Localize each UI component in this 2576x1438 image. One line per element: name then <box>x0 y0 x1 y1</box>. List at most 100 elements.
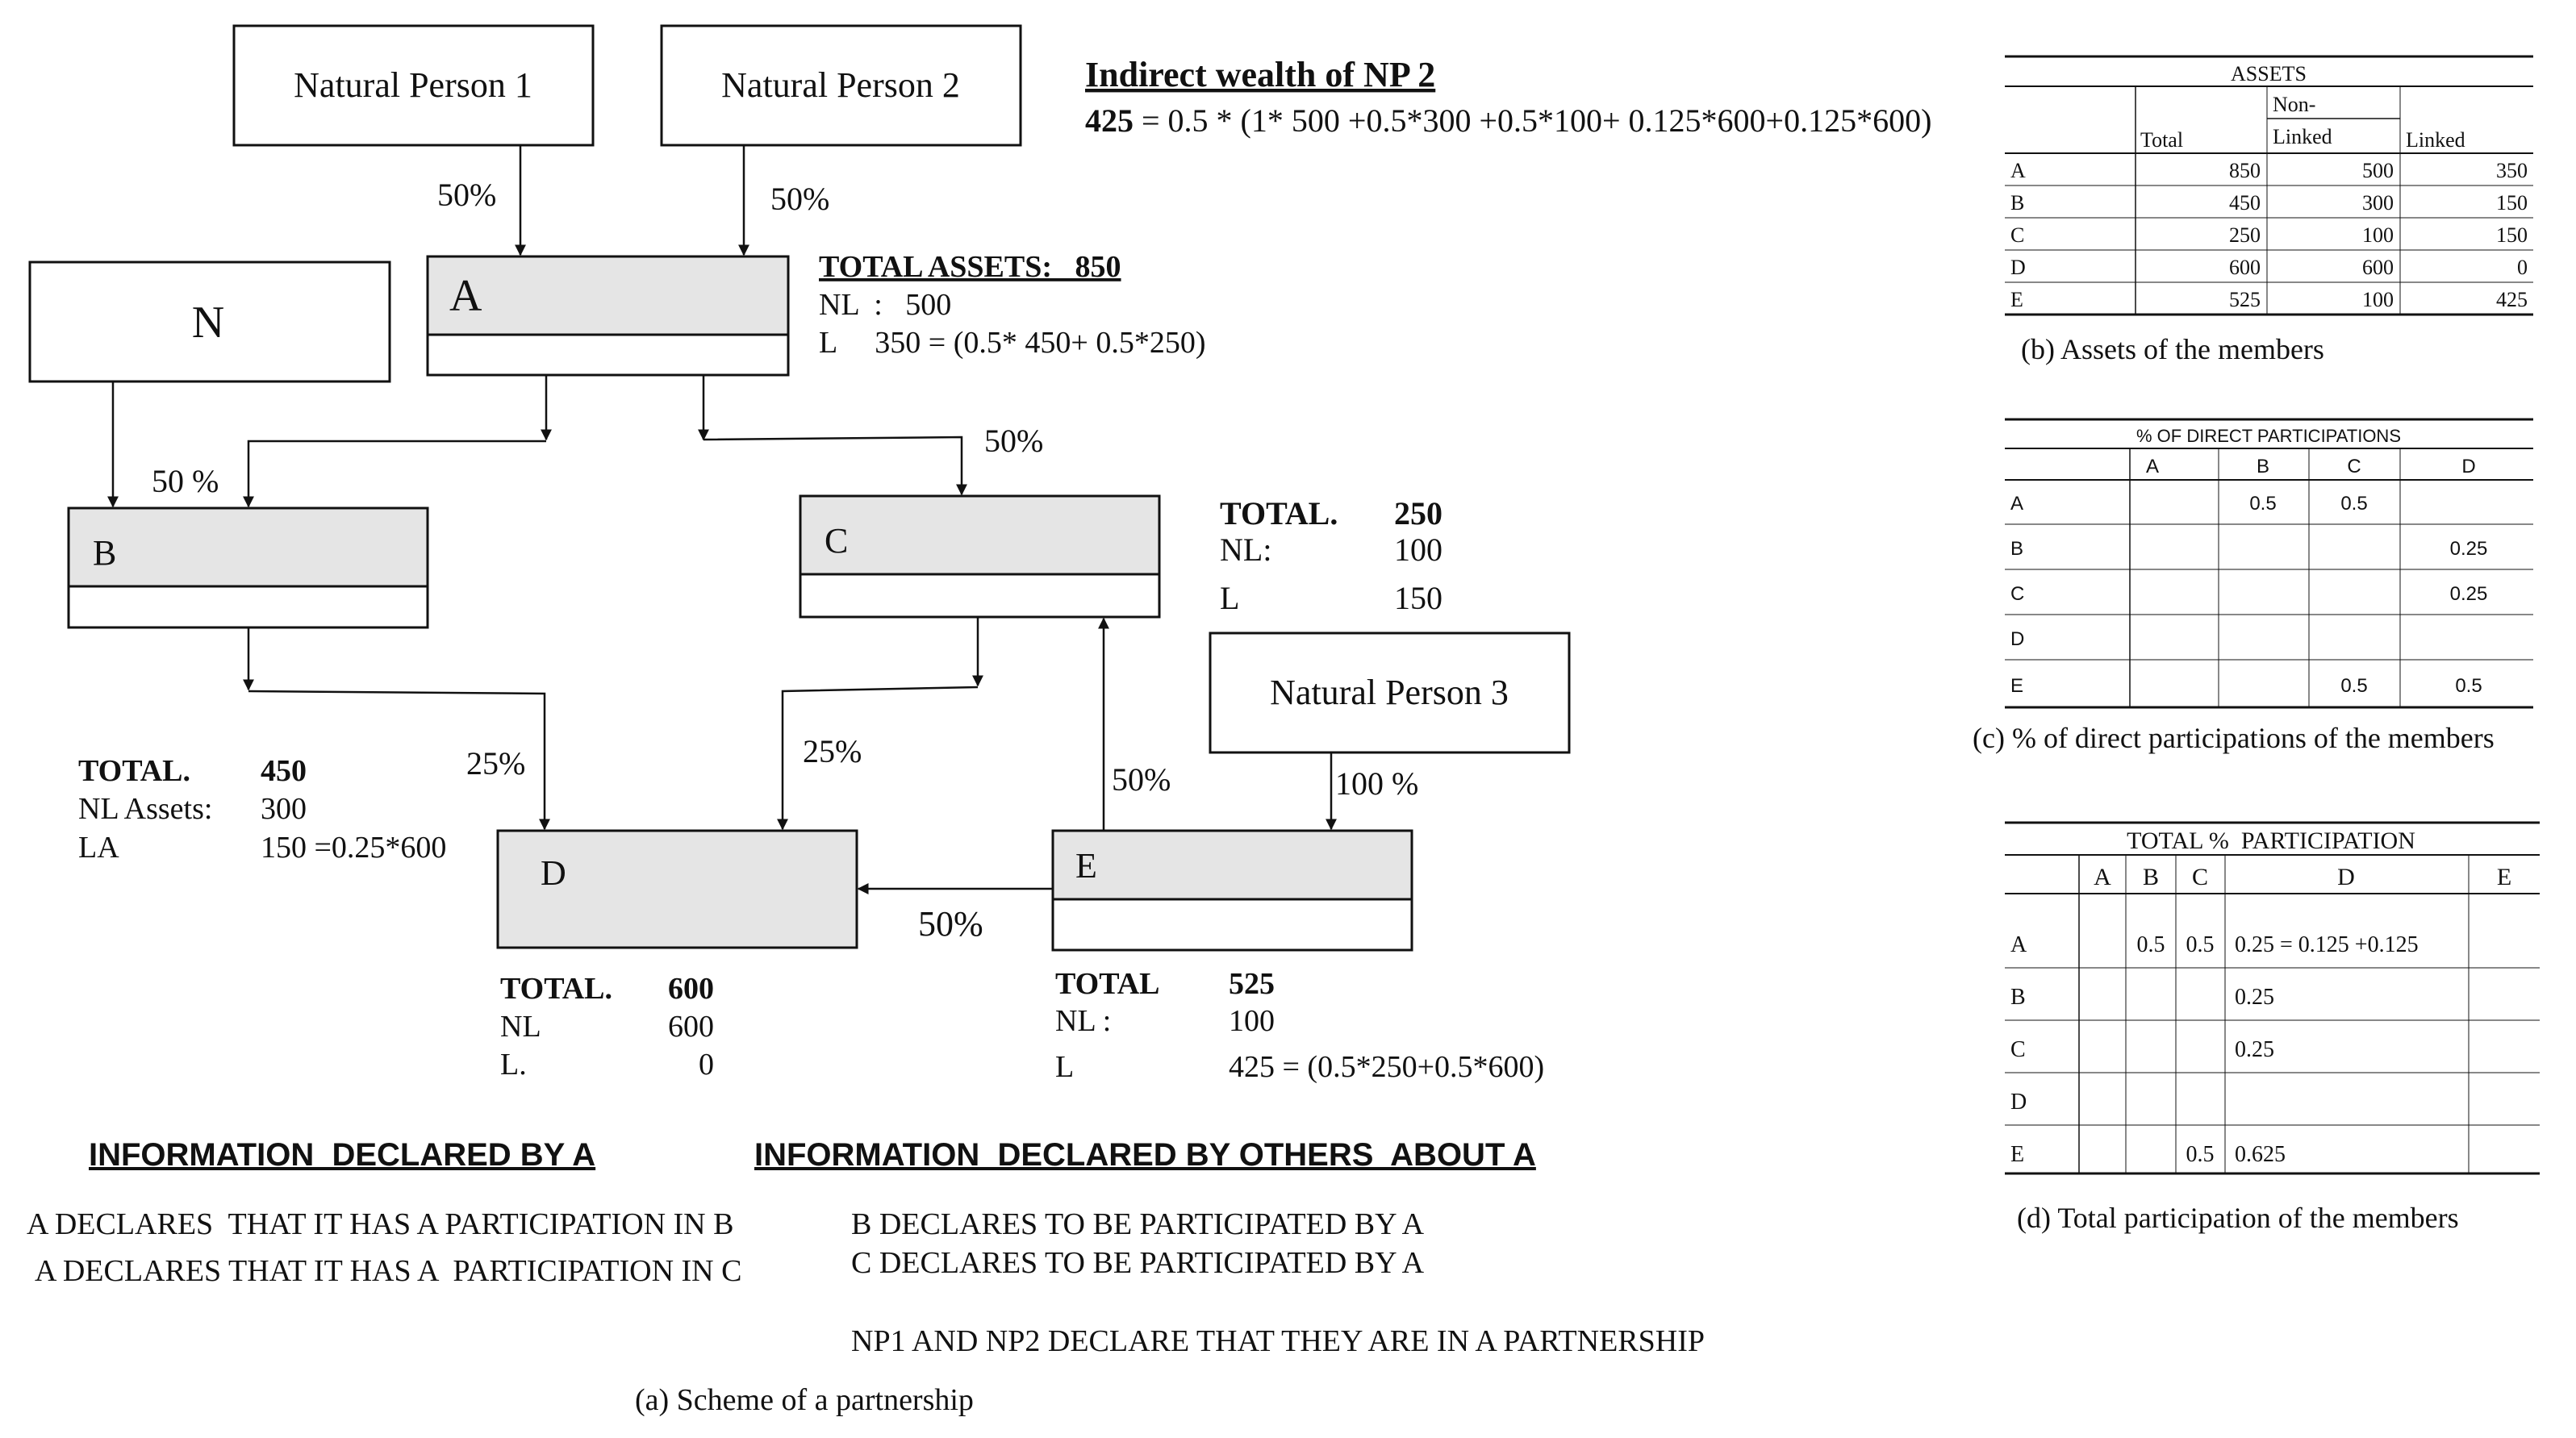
edge-a-c-pct: 50% <box>984 423 1043 459</box>
edge-b-d-pct: 25% <box>466 745 525 782</box>
arrow-c-to-d <box>777 686 979 831</box>
direct-col-header: D <box>2461 456 2475 477</box>
assets-cell-linked: 150 <box>2496 223 2528 247</box>
total-cell: 0.25 = 0.125 +0.125 <box>2235 932 2419 957</box>
assets-cell-nonlinked: 600 <box>2362 256 2394 279</box>
totals-e: TOTAL 525 NL : 100 L 425 = (0.5*250+0.5*… <box>1055 967 1544 1084</box>
total-cell: 0.5 <box>2186 1142 2215 1167</box>
assets-header-nonlinked-2: Linked <box>2273 125 2332 148</box>
totals-d-nl-value: 600 <box>668 1010 714 1044</box>
totals-b-total-label: TOTAL. <box>78 754 190 788</box>
indirect-wealth-formula: 425= 0.5 * (1* 500 +0.5*300 +0.5*100+ 0.… <box>1085 102 1931 139</box>
node-d: D <box>496 829 858 949</box>
total-table-title: TOTAL % PARTICIPATION <box>2127 827 2415 854</box>
totals-d-total-label: TOTAL. <box>500 972 612 1006</box>
direct-row-label: C <box>2010 583 2024 605</box>
indirect-wealth: Indirect wealth of NP 2 425= 0.5 * (1* 5… <box>1085 55 1931 139</box>
info-by-a-line2: A DECLARES THAT IT HAS A PARTICIPATION I… <box>35 1254 741 1288</box>
totals-c-l-value: 150 <box>1394 580 1442 616</box>
node-np3: Natural Person 3 <box>1209 631 1571 754</box>
total-col-header: A <box>2094 864 2111 890</box>
totals-d-nl-label: NL <box>500 1010 541 1044</box>
totals-b-nl-value: 300 <box>261 792 307 826</box>
info-by-others-line1: B DECLARES TO BE PARTICIPATED BY A <box>851 1207 1425 1241</box>
totals-d-l-value: 0 <box>699 1048 714 1082</box>
edge-np1-a-pct: 50% <box>437 177 496 213</box>
totals-e-total-label: TOTAL <box>1055 967 1160 1001</box>
info-by-a-line1: A DECLARES THAT IT HAS A PARTICIPATION I… <box>27 1207 733 1241</box>
totals-b-l-label: LA <box>78 831 119 865</box>
indirect-wealth-title: Indirect wealth of NP 2 <box>1085 55 1435 94</box>
node-np2: Natural Person 2 <box>660 24 1022 147</box>
direct-row-label: D <box>2010 628 2024 650</box>
total-cell: 0.5 <box>2137 932 2165 957</box>
caption-scheme: (a) Scheme of a partnership <box>635 1383 974 1417</box>
info-by-others-heading: INFORMATION DECLARED BY OTHERS ABOUT A <box>754 1137 1536 1173</box>
total-row-label: E <box>2010 1142 2024 1167</box>
total-col-header: B <box>2143 864 2159 890</box>
direct-row-label: B <box>2010 538 2023 560</box>
total-col-header: D <box>2337 864 2355 890</box>
assets-cell-total: 850 <box>2229 159 2261 182</box>
totals-b-l-value: 150 =0.25*600 <box>261 831 446 865</box>
arrow-b-to-d <box>248 690 550 831</box>
node-e: E <box>1051 829 1413 952</box>
total-cell: 0.25 <box>2235 1037 2274 1062</box>
edge-np3-e-pct: 100 % <box>1335 765 1418 802</box>
assets-cell-total: 600 <box>2229 256 2261 279</box>
indirect-wealth-expression: = 0.5 * (1* 500 +0.5*300 +0.5*100+ 0.125… <box>1142 102 1931 139</box>
direct-row-label: E <box>2010 675 2023 697</box>
edge-e-c-pct: 50% <box>1112 761 1171 798</box>
totals-c-total-label: TOTAL. <box>1220 495 1338 531</box>
assets-row-label: A <box>2010 159 2026 182</box>
totals-c-total-value: 250 <box>1394 495 1442 531</box>
totals-e-l-value: 425 = (0.5*250+0.5*600) <box>1229 1050 1544 1084</box>
node-np2-label: Natural Person 2 <box>721 65 960 105</box>
node-n-label: N <box>192 298 224 348</box>
assets-cell-nonlinked: 100 <box>2362 288 2394 311</box>
assets-header-linked: Linked <box>2406 128 2465 152</box>
caption-assets: (b) Assets of the members <box>2021 333 2324 365</box>
assets-row-label: C <box>2010 223 2024 247</box>
edge-c-d-pct: 25% <box>803 733 862 769</box>
direct-cell: 0.5 <box>2340 493 2367 515</box>
assets-cell-total: 525 <box>2229 288 2261 311</box>
node-e-label: E <box>1075 846 1097 886</box>
totals-e-l-label: L <box>1055 1050 1074 1084</box>
node-np1: Natural Person 1 <box>232 24 595 147</box>
caption-direct: (c) % of direct participations of the me… <box>1973 722 2495 754</box>
totals-c-l-label: L <box>1220 580 1239 616</box>
info-declared-by-a: INFORMATION DECLARED BY A A DECLARES THA… <box>27 1137 741 1288</box>
totals-a: TOTAL ASSETS: 850 NL : 500 L 350 = (0.5*… <box>819 250 1205 360</box>
totals-b-nl-label: NL Assets: <box>78 792 212 826</box>
assets-row-label: E <box>2010 288 2023 311</box>
total-row-label: C <box>2010 1037 2026 1062</box>
direct-col-header: A <box>2146 456 2159 477</box>
total-col-header: E <box>2497 864 2511 890</box>
node-c: C <box>799 494 1161 619</box>
direct-table-title: % OF DIRECT PARTICIPATIONS <box>2136 426 2401 446</box>
total-row-label: A <box>2010 932 2027 957</box>
totals-e-nl-label: NL : <box>1055 1004 1111 1038</box>
arrow-a-to-b <box>243 440 546 508</box>
total-row-label: D <box>2010 1090 2027 1115</box>
node-np1-label: Natural Person 1 <box>294 65 532 105</box>
assets-header-nonlinked-1: Non- <box>2273 93 2315 116</box>
totals-d: TOTAL. 600 NL 600 L. 0 <box>500 972 714 1082</box>
totals-d-total-value: 600 <box>668 972 714 1006</box>
totals-b-total-value: 450 <box>261 754 307 788</box>
totals-c: TOTAL. 250 NL: 100 L 150 <box>1220 495 1442 616</box>
total-participation-table: TOTAL % PARTICIPATION A B C D E A 0.5 0.5 0.25 … <box>2005 821 2540 1234</box>
node-b-label: B <box>93 533 116 573</box>
direct-row-label: A <box>2010 493 2023 515</box>
total-row: D <box>2010 1090 2027 1115</box>
total-cell: 0.25 <box>2235 985 2274 1010</box>
